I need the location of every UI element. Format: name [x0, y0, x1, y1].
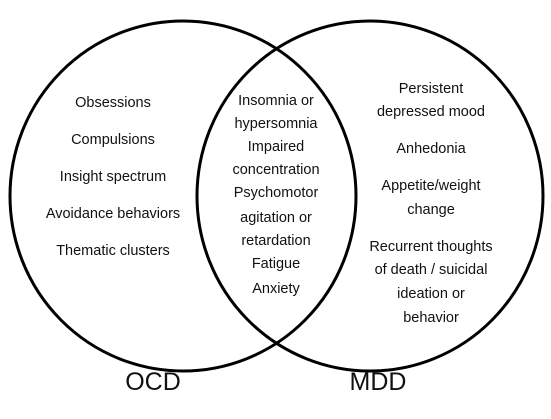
mdd-line-behavior: behavior — [403, 310, 459, 326]
overlap-line-concentration: concentration — [232, 162, 320, 178]
overlap-line-psychomotor: Psychomotor — [233, 185, 319, 201]
mdd-line-ideation-or: ideation or — [397, 286, 465, 302]
ocd-item-obsessions: Obsessions — [75, 95, 151, 111]
ocd-label: OCD — [125, 368, 181, 396]
mdd-line-change: change — [407, 202, 455, 218]
mdd-line-recurrent-thoughts: Recurrent thoughts — [369, 239, 493, 255]
overlap-line-agitation-or: agitation or — [240, 210, 312, 226]
overlap-line-anxiety: Anxiety — [252, 281, 300, 297]
mdd-item-anhedonia: Anhedonia — [396, 141, 466, 157]
overlap-line-insomnia-or: Insomnia or — [238, 93, 314, 109]
overlap-line-hypersomnia: hypersomnia — [234, 116, 318, 132]
mdd-line-depressed-mood: depressed mood — [376, 104, 485, 120]
ocd-item-avoidance-behaviors: Avoidance behaviors — [45, 206, 181, 222]
ocd-circle — [8, 19, 358, 373]
mdd-label: MDD — [349, 368, 407, 396]
mdd-line-persistent: Persistent — [398, 81, 464, 97]
mdd-line-appetite-weight: Appetite/weight — [381, 178, 481, 194]
ocd-item-insight-spectrum: Insight spectrum — [59, 169, 167, 185]
ocd-item-compulsions: Compulsions — [71, 132, 155, 148]
overlap-line-fatigue: Fatigue — [251, 256, 301, 272]
overlap-line-impaired: Impaired — [247, 139, 305, 155]
mdd-line-of-death-suicidal: of death / suicidal — [374, 262, 488, 278]
overlap-line-retardation: retardation — [241, 233, 311, 249]
ocd-item-thematic-clusters: Thematic clusters — [56, 243, 170, 259]
mdd-circle — [195, 19, 545, 373]
